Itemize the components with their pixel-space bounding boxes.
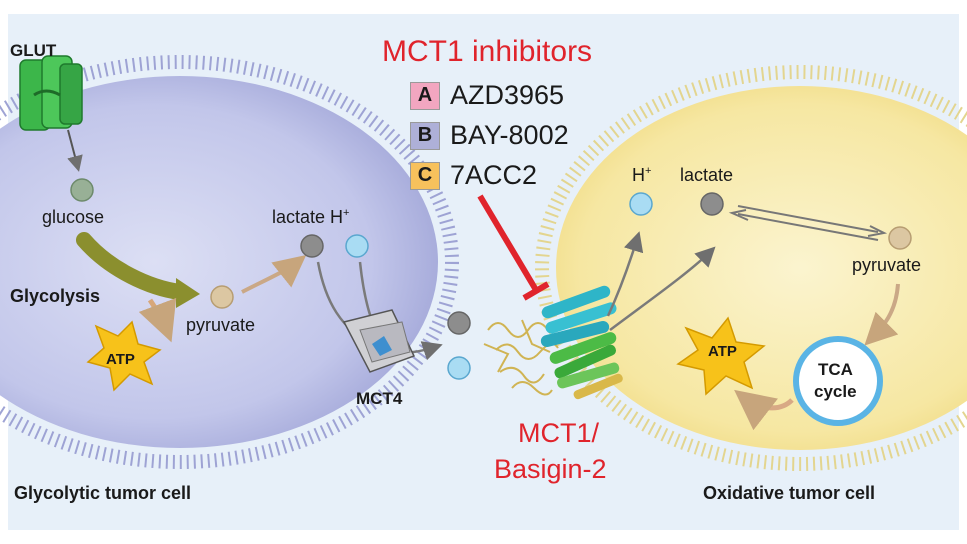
tca-label-line2: cycle bbox=[814, 382, 857, 401]
tca-label-line1: TCA bbox=[818, 360, 853, 379]
left-pyruvate-label: pyruvate bbox=[186, 315, 256, 335]
glycolysis-arrow bbox=[76, 232, 188, 300]
inhibitor-b-name: BAY-8002 bbox=[450, 120, 569, 150]
right-pyruvate-label: pyruvate bbox=[852, 255, 922, 275]
inhibitor-row-a: A AZD3965 bbox=[410, 80, 564, 111]
inhibition-line bbox=[477, 194, 539, 292]
tca-cycle-ring-icon bbox=[793, 336, 883, 426]
lactate-to-pyruvate-arrow bbox=[737, 205, 879, 233]
pyruvate-to-lactate-arrow bbox=[241, 255, 307, 294]
glycolysis-arrowhead bbox=[176, 278, 200, 308]
glut-transporter-icon bbox=[19, 55, 83, 131]
left-pyruvate-icon bbox=[210, 285, 234, 309]
right-h-label: H+ bbox=[632, 165, 652, 185]
equilibrium-head-back bbox=[728, 209, 749, 221]
left-atp-burst-icon bbox=[86, 320, 162, 392]
right-proton-icon bbox=[629, 192, 653, 216]
glycolysis-label: Glycolysis bbox=[10, 286, 101, 306]
mct1-structure-icon bbox=[540, 285, 623, 400]
inhibitor-c-name: 7ACC2 bbox=[450, 160, 538, 190]
atp-production-arrow bbox=[138, 297, 177, 343]
proton-import-arrow bbox=[606, 231, 644, 317]
right-pyruvate-icon bbox=[888, 226, 912, 250]
left-lactate-h-label: lactate H+ bbox=[272, 207, 350, 227]
mct4-transporter-icon bbox=[342, 309, 416, 373]
left-lactate-icon bbox=[300, 234, 324, 258]
inhibitors-title: MCT1 inhibitors bbox=[382, 35, 593, 68]
inhibitor-a-name: AZD3965 bbox=[450, 80, 565, 110]
right-membrane bbox=[535, 65, 967, 471]
inhibitor-row-c: C 7ACC2 bbox=[410, 160, 537, 191]
mct1-label: MCT1/ bbox=[518, 418, 599, 448]
inhibitor-c-badge: C bbox=[410, 161, 440, 190]
right-atp-burst-icon bbox=[676, 316, 766, 396]
glucose-molecule-icon bbox=[70, 178, 94, 202]
inhibition-bar bbox=[522, 281, 550, 301]
right-atp-label: ATP bbox=[708, 343, 737, 360]
glucose-import-arrow bbox=[67, 129, 83, 172]
right-lactate-label: lactate bbox=[680, 165, 734, 185]
equilibrium-head-forward bbox=[867, 225, 888, 237]
left-atp-label: ATP bbox=[106, 351, 135, 368]
left-cell-title: Glycolytic tumor cell bbox=[14, 483, 192, 503]
inhibitor-a-badge: A bbox=[410, 81, 440, 110]
inhibitor-row-b: B BAY-8002 bbox=[410, 120, 569, 151]
glucose-label: glucose bbox=[42, 207, 105, 227]
glut-label: GLUT bbox=[10, 41, 57, 60]
tca-to-atp-arrow bbox=[734, 389, 794, 431]
mct4-label: MCT4 bbox=[356, 389, 403, 408]
pyruvate-to-tca-arrow bbox=[864, 283, 900, 346]
extracellular-proton-icon bbox=[447, 356, 471, 380]
extracellular-lactate-icon bbox=[447, 311, 471, 335]
basigin2-label: Basigin-2 bbox=[494, 454, 607, 484]
lactate-import-arrow bbox=[609, 246, 716, 332]
left-membrane bbox=[0, 55, 459, 469]
right-cell-title: Oxidative tumor cell bbox=[703, 483, 876, 503]
inhibitor-b-badge: B bbox=[410, 121, 440, 150]
pyruvate-to-lactate-arrow bbox=[737, 213, 879, 241]
right-lactate-icon bbox=[700, 192, 724, 216]
left-proton-icon bbox=[345, 234, 369, 258]
